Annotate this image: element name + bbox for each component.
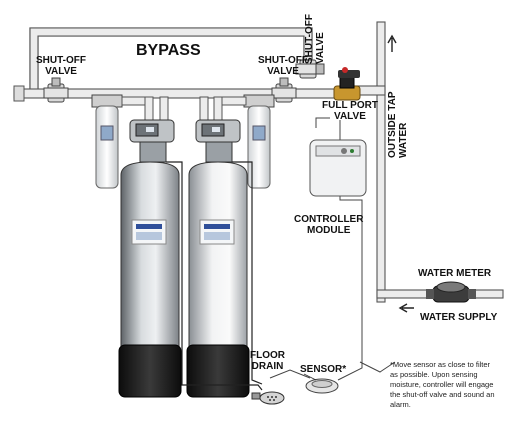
full-port-valve-icon [333, 67, 361, 101]
control-valve-left-icon [129, 119, 175, 163]
shutoff-valve-middle-icon [271, 77, 297, 103]
shutoff-valve-top-label: SHUT-OFF VALVE [304, 6, 350, 64]
controller-module-label: CONTROLLER MODULE [294, 214, 363, 236]
footnote-line-5: alarm. [390, 400, 411, 409]
cartridge-filter-right [243, 94, 275, 189]
control-valve-right-icon [195, 119, 241, 163]
tank-right [186, 161, 250, 398]
sensor-footnote: *Move sensor as close to filter as possi… [390, 360, 520, 410]
footnote-line-1: *Move sensor as close to filter [390, 360, 491, 369]
footnote-line-3: moisture, controller will engage [390, 380, 494, 389]
up-arrow-icon [387, 34, 397, 52]
sensor-icon [305, 378, 339, 394]
tank-left [118, 161, 182, 398]
full-port-line-1: FULL PORT [322, 100, 378, 111]
shutoff-middle-line-2: VALVE [267, 66, 299, 77]
water-meter-icon [426, 281, 476, 303]
shutoff-middle-line-1: SHUT-OFF [258, 55, 308, 66]
controller-line-2: MODULE [307, 225, 351, 236]
floor-drain-icon [251, 391, 285, 405]
shutoff-left-line-1: SHUT-OFF [36, 55, 86, 66]
floor-drain-label: FLOOR DRAIN [250, 350, 285, 372]
shutoff-valve-top-icon [295, 59, 325, 79]
controller-module-icon [309, 139, 367, 197]
shutoff-valve-left-label: SHUT-OFF VALVE [36, 55, 86, 77]
shutoff-valve-left-icon [43, 77, 69, 103]
outside-tap-water-label: OUTSIDE TAP WATER [387, 78, 413, 158]
bypass-label: BYPASS [136, 42, 201, 59]
cartridge-filter-left [91, 94, 123, 189]
shutoff-left-line-2: VALVE [45, 66, 77, 77]
left-arrow-icon [398, 303, 414, 313]
water-meter-label: WATER METER [418, 268, 492, 279]
footnote-line-2: as possible. Upon sensing [390, 370, 478, 379]
controller-line-1: CONTROLLER [294, 214, 364, 225]
full-port-line-2: VALVE [334, 111, 366, 122]
footnote-line-4: the shut-off valve and sound an [390, 390, 495, 399]
outside-tap-line-1: OUTSIDE TAP [387, 91, 398, 158]
sensor-label: SENSOR* [300, 364, 347, 375]
shutoff-valve-middle-label: SHUT-OFF VALVE [258, 55, 308, 77]
floor-drain-line-1: FLOOR [250, 350, 285, 361]
water-supply-label: WATER SUPPLY [420, 312, 498, 323]
shutoff-top-line-2: VALVE [315, 32, 326, 64]
full-port-valve-label: FULL PORT VALVE [322, 100, 378, 122]
outside-tap-pipe [343, 21, 504, 303]
floor-drain-line-2: DRAIN [251, 361, 284, 372]
drain-lines [166, 161, 263, 391]
shutoff-top-line-1: SHUT-OFF [304, 14, 315, 64]
outside-tap-line-2: WATER [398, 122, 409, 158]
